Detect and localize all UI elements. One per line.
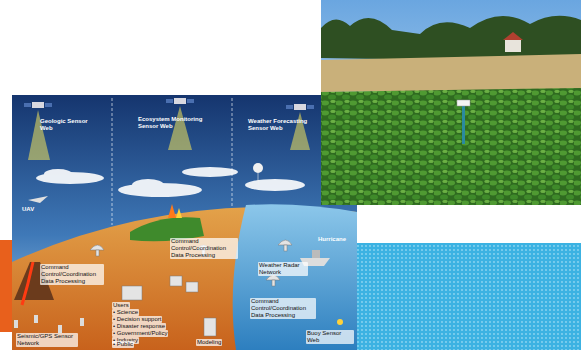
users-item: • Decision support [112,316,162,323]
craft-label: UAV [22,206,34,213]
users-item: • Government/Policy [112,330,168,337]
users-heading: Users [112,302,130,309]
users-item: • Public [112,341,134,348]
center-label: Command Control/Coordination Data Proces… [170,238,238,259]
storm-label: Hurricane [318,236,346,243]
panel-title: Weather Forecasting Sensor Web [248,118,318,132]
network-label: Weather Radar Network [258,262,308,276]
center-label: Command Control/Coordination Data Proces… [40,264,104,285]
panel-title: Geologic Sensor Web [40,118,100,132]
orange-bar [0,240,14,332]
network-label: Seismic/GPS Sensor Network [16,333,78,347]
users-item: • Science [112,309,139,316]
network-label: Buoy Sensor Web [306,330,354,344]
model-label: Modeling [196,339,222,346]
dotted-panel [352,243,581,350]
users-item: • Disaster response [112,323,166,330]
center-label: Command Control/Coordination Data Proces… [250,298,316,319]
panel-title: Ecosystem Monitoring Sensor Web [138,116,218,130]
